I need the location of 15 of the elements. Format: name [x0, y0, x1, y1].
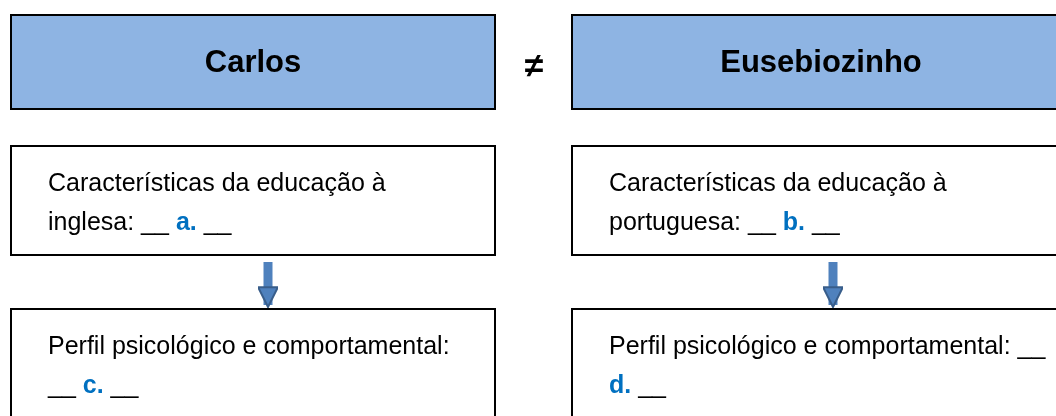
block-arrow — [822, 262, 844, 308]
prompt-text: Perfil psicológico e comportamental: __ d. __ — [609, 330, 1047, 400]
text-box — [10, 308, 496, 416]
text-box — [571, 308, 1056, 416]
title-box — [10, 14, 496, 110]
block-arrow — [257, 262, 279, 308]
prompt-text: Características da educação à portuguesa: __ b. __ — [609, 167, 948, 237]
prompt-text: Perfil psicológico e comportamental: __ c. __ — [48, 330, 451, 400]
text-box — [571, 145, 1056, 256]
not-equal-sign: ≠ — [523, 45, 545, 86]
box-title: Eusebiozinho — [720, 42, 922, 81]
prompt-text: Características da educação à inglesa: __ a. __ — [48, 167, 387, 237]
text-box — [10, 145, 496, 256]
title-box — [571, 14, 1056, 110]
box-title: Carlos — [204, 42, 302, 81]
